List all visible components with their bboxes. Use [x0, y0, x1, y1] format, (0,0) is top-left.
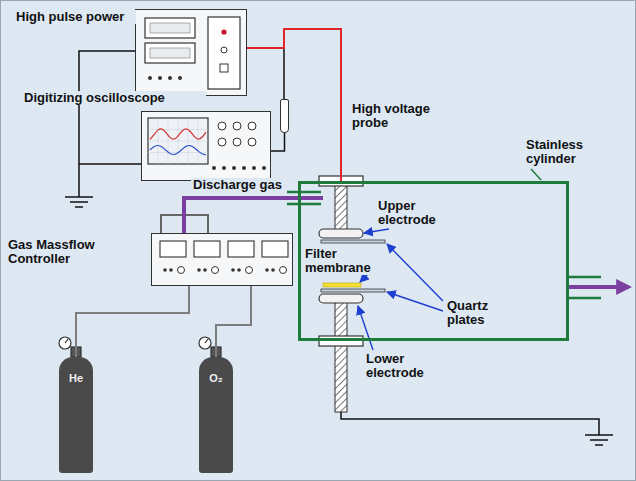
- component-label: Stainless cylinder: [524, 138, 610, 166]
- lower-quartz-plate: [321, 289, 385, 292]
- cylinder-label: He: [59, 371, 93, 385]
- chamber-ground: [341, 412, 613, 445]
- drawing-stroke: [79, 163, 141, 165]
- power-face: [136, 10, 246, 95]
- part-label: Upper electrode: [376, 199, 452, 227]
- drawing-stroke: [287, 203, 321, 206]
- drawing-stroke: [283, 48, 285, 99]
- outlet-arrow: [567, 285, 629, 289]
- component-label: Gas Massflow Controller: [6, 238, 150, 266]
- drawing-stroke: [364, 229, 389, 233]
- component-label: High pulse power: [14, 10, 136, 24]
- cylinder-label: O₂: [199, 371, 233, 385]
- part-label: Quartz plates: [445, 299, 517, 327]
- part-label: Lower electrode: [364, 352, 440, 380]
- drawing-stroke: [387, 292, 443, 311]
- lower-electrode: [319, 294, 363, 303]
- drawing-stroke: [595, 444, 603, 446]
- signal-wire: [271, 133, 285, 151]
- upper-electrode: [319, 229, 363, 238]
- supply-line: [216, 286, 251, 357]
- supply-line: [76, 286, 189, 357]
- mass-flow-controller: Gas Massflow Controller: [151, 233, 293, 286]
- cylinder-valves: [59, 337, 221, 357]
- drawing-stroke: [585, 434, 613, 436]
- gas-cylinder: He: [59, 357, 93, 473]
- drawing-stroke: [65, 196, 93, 198]
- scope-face: [142, 112, 270, 180]
- lower-rod: [335, 302, 347, 412]
- filter-membrane: [323, 283, 361, 287]
- gas-pipes: [287, 192, 601, 298]
- ground-wiring: [65, 51, 141, 207]
- drawing-stroke: [79, 51, 135, 197]
- part-label: Filter membrane: [303, 247, 381, 275]
- drawing-stroke: [70, 201, 88, 203]
- drawing-stroke: [205, 339, 208, 343]
- drawing-stroke: [341, 412, 599, 435]
- drawing-stroke: [75, 206, 83, 208]
- drawing-stroke: [358, 306, 373, 350]
- voltage-probe: High voltage probe: [280, 99, 289, 133]
- upper-quartz-plate: [321, 240, 385, 243]
- lower-flange: [319, 336, 363, 346]
- drawing-stroke: [387, 244, 443, 301]
- drawing-stroke: [590, 439, 608, 441]
- power-supply-box: High pulse power: [135, 9, 247, 96]
- gas-line: [184, 198, 298, 233]
- mfc-face: [152, 234, 292, 285]
- drawing-stroke: [65, 339, 68, 343]
- drawing-stroke: [569, 297, 601, 300]
- probe-tap: [283, 48, 285, 99]
- gas-cylinder: O₂: [199, 357, 233, 473]
- edge-label: Discharge gas: [191, 178, 284, 192]
- drawing-stroke: [287, 191, 321, 194]
- oscilloscope-box: Digitizing oscilloscope: [141, 111, 271, 181]
- drawing-stroke: [199, 337, 211, 349]
- cylinder-leader: [531, 169, 541, 180]
- component-label: Digitizing oscilloscope: [22, 91, 206, 105]
- drawing-stroke: [59, 337, 71, 349]
- drawing-stroke: [569, 276, 601, 279]
- component-label: High voltage probe: [350, 102, 446, 130]
